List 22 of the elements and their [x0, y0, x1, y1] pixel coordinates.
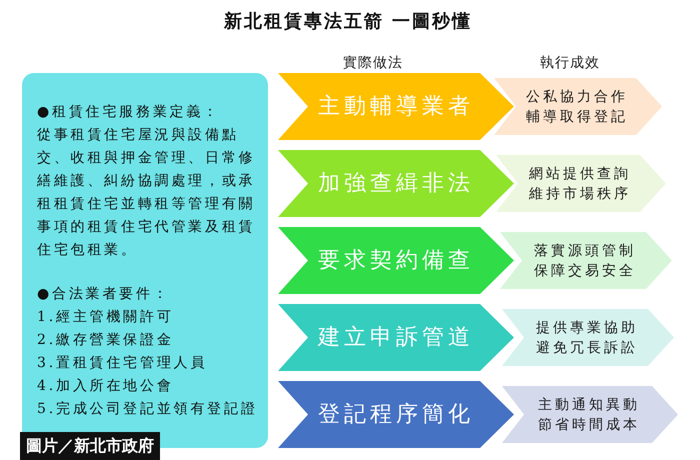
outcome-text: 提供專業協助避免冗長訴訟 — [536, 318, 639, 358]
requirements-heading: ●合法業者要件： — [37, 285, 170, 304]
requirement-item: 3.置租賃住宅管理人員 — [37, 354, 208, 373]
diagram-title: 新北租賃專法五箭 一圖秒懂 — [224, 10, 472, 34]
column-heading: 執行成效 — [540, 54, 600, 72]
definition-text: 從事租賃住宅屋況與設備點交、收租與押金管理、日常修繕維護、糾紛協調處理，或承租租賃住宅並轉租等管理有關事項的租賃住宅代管業及租賃住宅包租業。 — [37, 126, 256, 260]
outcome-text: 網站提供查詢維持市場秩序 — [529, 164, 632, 204]
requirement-item: 2.繳存營業保證金 — [37, 331, 174, 350]
column-heading: 實際做法 — [343, 54, 403, 72]
definition-heading: ●租賃住宅服務業定義： — [37, 103, 220, 122]
step-title: 加強查緝非法 — [318, 170, 474, 198]
outcome-text: 落實源頭管制保障交易安全 — [534, 242, 637, 280]
outcome-text: 主動通知異動節省時間成本 — [538, 396, 641, 434]
step-title: 建立申訴管道 — [318, 324, 474, 352]
outcome-text: 公私協力合作輔導取得登記 — [526, 88, 629, 126]
step-title: 登記程序簡化 — [318, 400, 474, 428]
requirement-item: 4.加入所在地公會 — [37, 377, 174, 396]
step-title: 要求契約備查 — [318, 246, 474, 274]
requirement-item: 1.經主管機關許可 — [37, 308, 174, 327]
source-credit: 圖片／新北市政府 — [20, 432, 160, 460]
requirement-item: 5.完成公司登記並領有登記證 — [37, 400, 258, 419]
step-title: 主動輔導業者 — [318, 92, 474, 120]
